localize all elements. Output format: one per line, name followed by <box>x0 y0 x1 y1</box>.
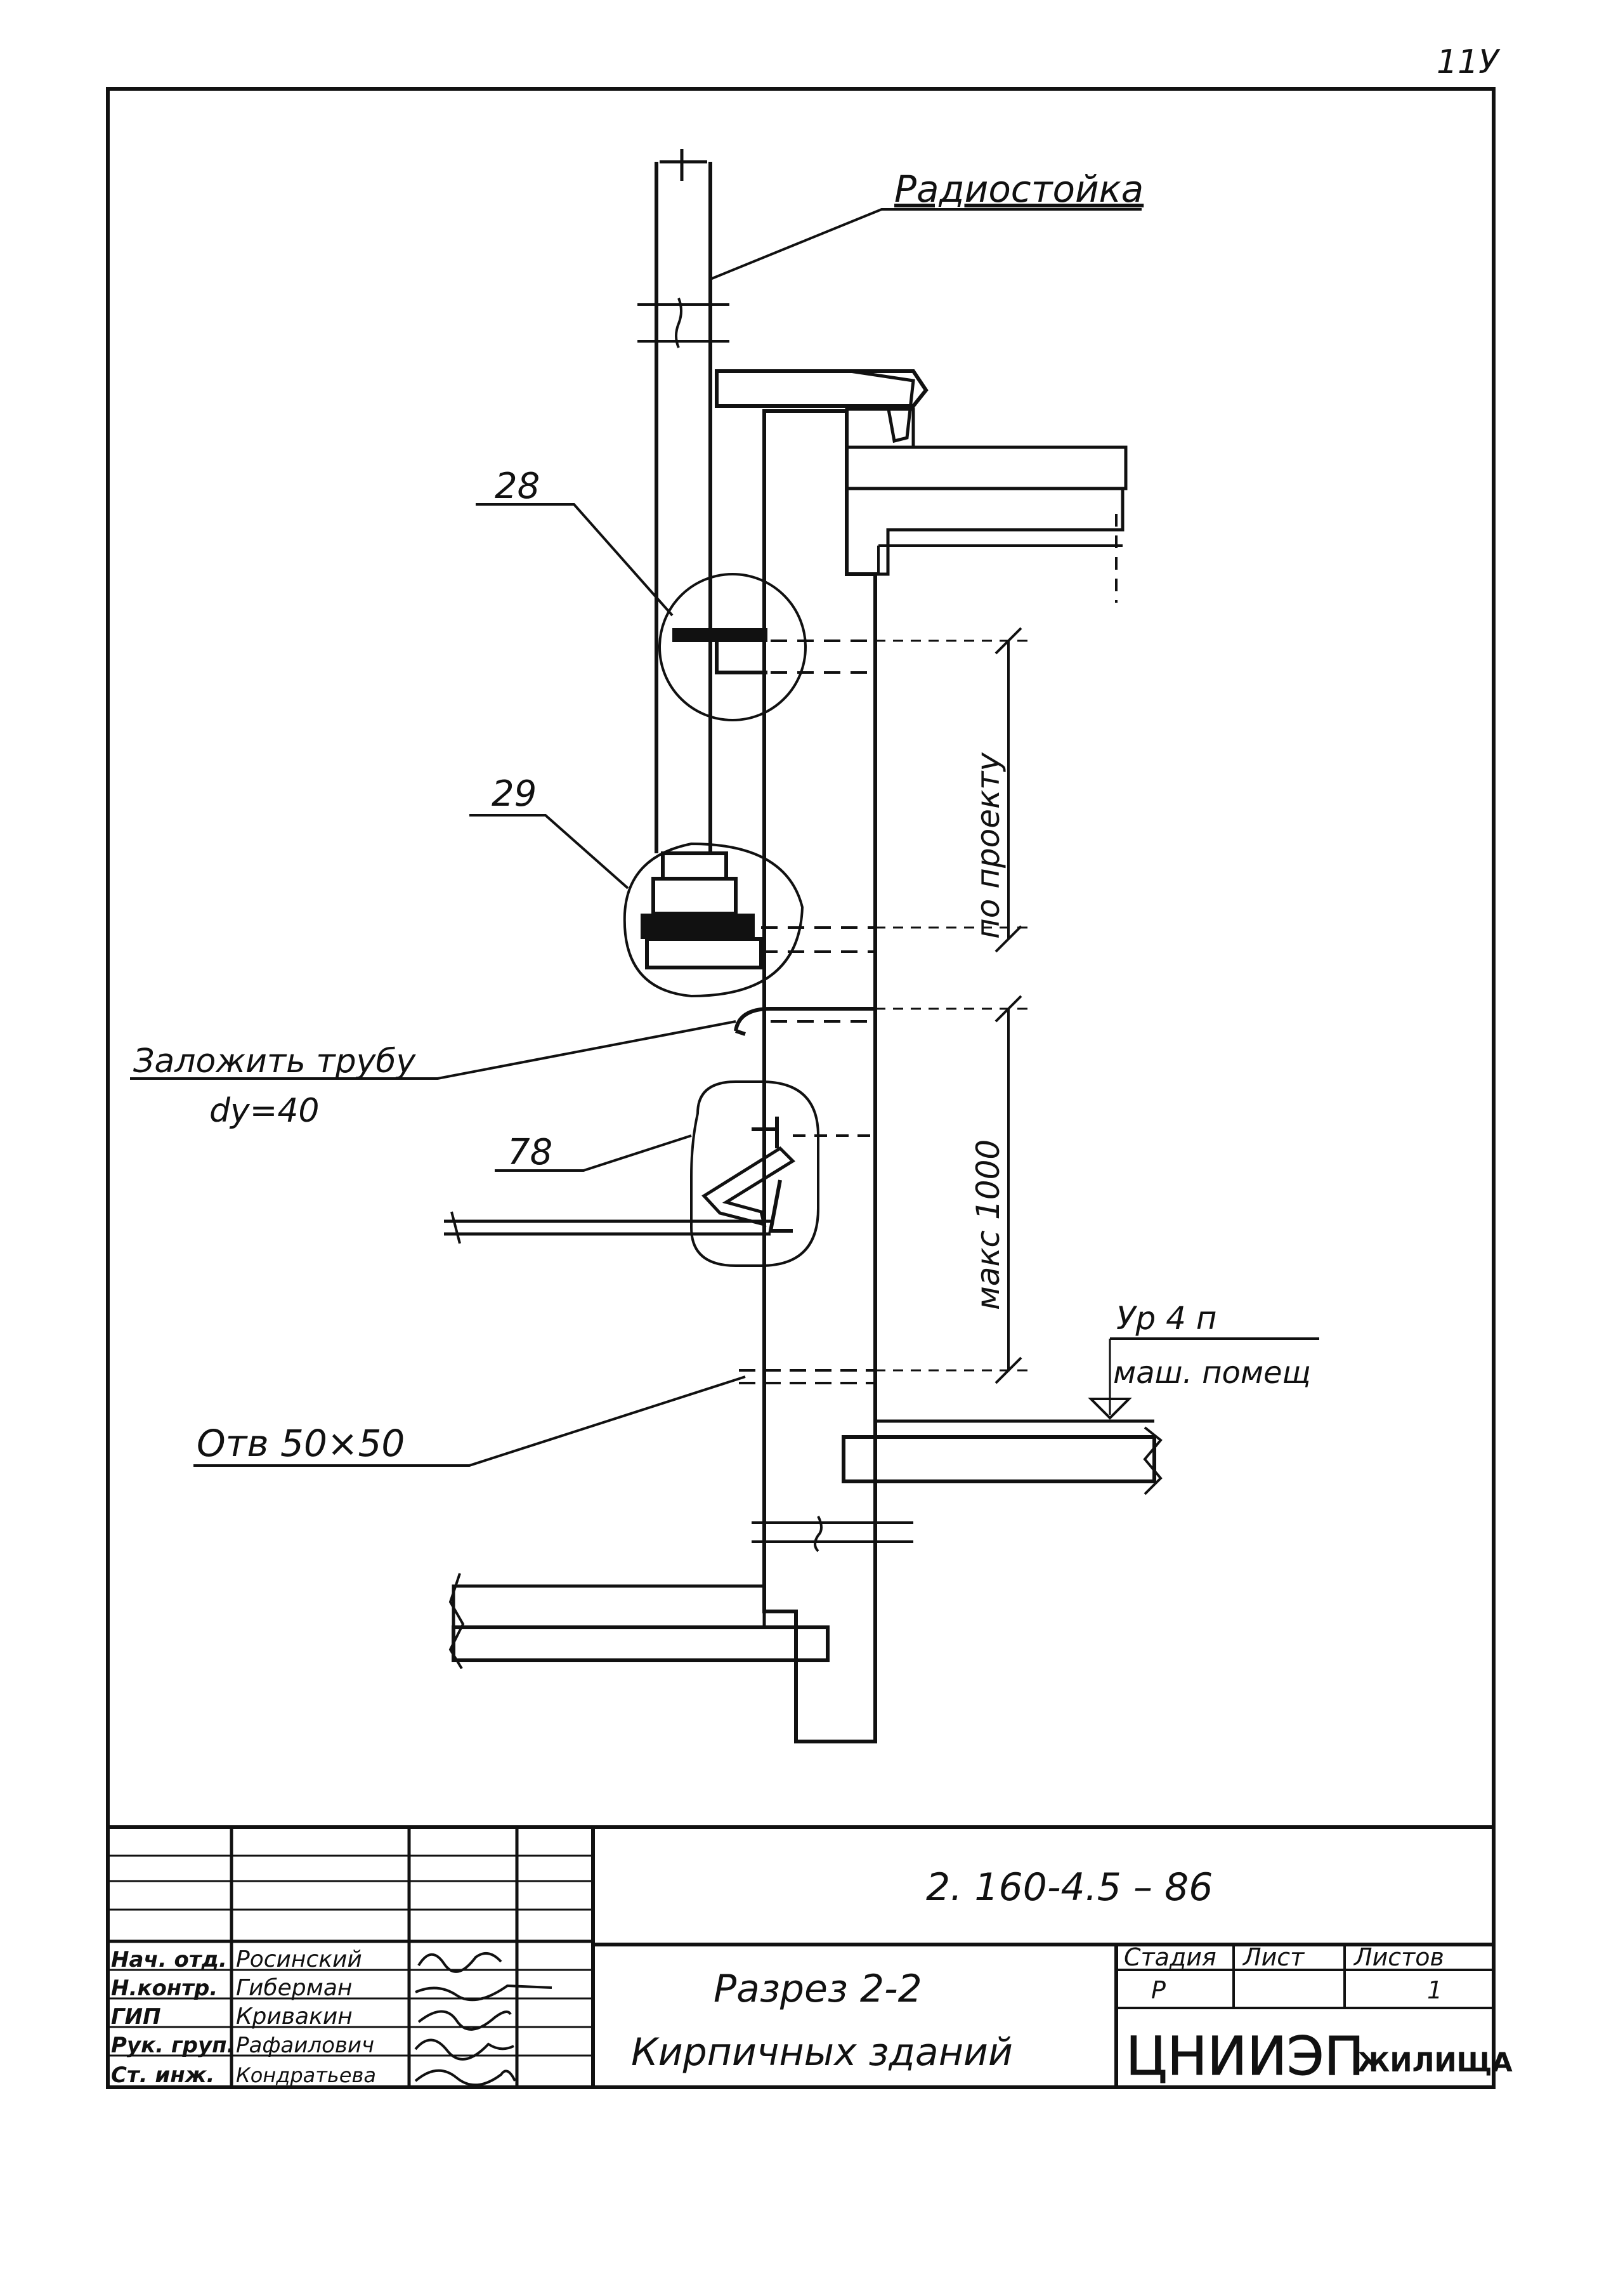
svg-text:по проекту: по проекту <box>970 752 1007 939</box>
detail-28-bracket <box>658 573 875 721</box>
name-3: Рафаилович <box>236 2033 374 2058</box>
level-mark: Ур 4 п маш. помещ <box>1088 1300 1319 1420</box>
callout-29: 29 <box>492 773 537 815</box>
sheet-label: Лист <box>1242 1943 1305 1971</box>
role-3: Рук. груп. <box>111 2033 235 2058</box>
callout-28: 28 <box>495 466 540 507</box>
sheets-value: 1 <box>1427 1976 1442 2004</box>
sheets-label: Листов <box>1353 1943 1444 1971</box>
svg-text:макс 1000: макс 1000 <box>970 1139 1007 1310</box>
embedded-pipe <box>734 1007 875 1036</box>
svg-text:Ур 4 п: Ур 4 п <box>1116 1300 1217 1337</box>
drawing-frame <box>106 87 1496 2089</box>
signatures <box>414 1952 552 2087</box>
opening-leader <box>193 1375 746 1467</box>
name-1: Гиберман <box>236 1975 352 2001</box>
title-block <box>108 1825 1494 2087</box>
pipe-leader <box>130 1020 736 1080</box>
radio-stand-label: Радиостойка <box>894 167 1144 211</box>
detail-78-flashing <box>690 1080 875 1267</box>
detail-29-base <box>623 842 875 998</box>
pipe-label-line1: Заложить трубу <box>133 1042 417 1080</box>
floor-slab <box>842 1419 1163 1495</box>
dimension-max-1000: макс 1000 <box>875 995 1027 1384</box>
doc-code: 2. 160-4.5 – 86 <box>926 1865 1213 1910</box>
org-sub: ЖИЛИЩА <box>1357 2047 1513 2078</box>
lower-roof-line <box>444 1211 771 1244</box>
callout-28-leader <box>476 503 674 617</box>
svg-text:маш. помещ: маш. помещ <box>1113 1355 1311 1391</box>
opening-marks <box>739 1369 875 1384</box>
org-main: ЦНИИЭП <box>1126 2025 1364 2087</box>
dimension-project: по проекту <box>875 627 1027 953</box>
name-2: Кривакин <box>236 2004 353 2030</box>
wall-break <box>752 1521 913 1543</box>
opening-label: Отв 50×50 <box>197 1422 405 1465</box>
title-line1: Разрез 2-2 <box>714 1967 922 2011</box>
role-2: ГИП <box>111 2004 161 2030</box>
name-4: Кондратьева <box>236 2063 376 2087</box>
role-4: Ст. инж. <box>111 2063 214 2088</box>
name-0: Росинский <box>236 1946 362 1972</box>
stage-value: Р <box>1151 1976 1166 2004</box>
lower-slab <box>448 1573 830 1670</box>
page-number: 11У <box>1437 43 1501 81</box>
parapet-cap <box>715 369 929 443</box>
roof-slab <box>845 407 1128 603</box>
role-0: Нач. отд. <box>111 1947 227 1972</box>
callout-78-leader <box>495 1134 692 1172</box>
callout-78: 78 <box>507 1132 552 1173</box>
stage-label: Стадия <box>1124 1943 1216 1971</box>
callout-29-leader <box>469 814 629 889</box>
title-line2: Кирпичных зданий <box>631 2030 1013 2075</box>
role-1: Н.контр. <box>111 1976 218 2001</box>
pipe-label-line2: dу=40 <box>209 1092 320 1130</box>
radio-stand-leader <box>710 208 1142 280</box>
radio-stand-pipe <box>637 149 729 853</box>
